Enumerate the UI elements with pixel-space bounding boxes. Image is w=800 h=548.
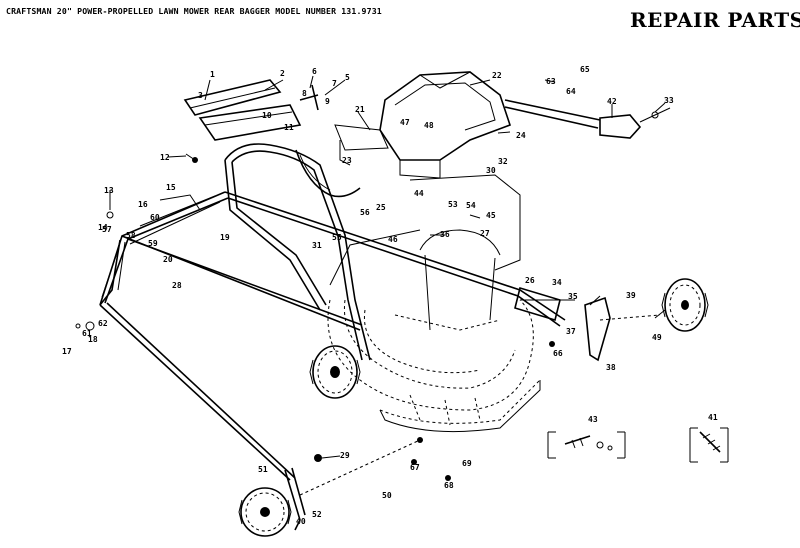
callout-33: 33 <box>664 96 674 105</box>
callout-56: 56 <box>360 208 370 217</box>
rear-left-wheel <box>238 487 292 537</box>
callout-32: 32 <box>498 157 508 166</box>
rear-right-wheel <box>661 278 709 332</box>
mower-deck <box>327 174 541 433</box>
callout-42: 42 <box>607 97 617 106</box>
callout-26: 26 <box>525 276 535 285</box>
callout-27: 27 <box>480 229 490 238</box>
callout-9: 9 <box>325 97 330 106</box>
callout-62: 62 <box>98 319 108 328</box>
callout-31: 31 <box>312 241 322 250</box>
callout-39: 39 <box>626 291 636 300</box>
left-pivot-arm <box>75 194 201 331</box>
callout-2: 2 <box>280 69 285 78</box>
callout-6: 6 <box>312 67 317 76</box>
upper-handle <box>224 143 371 361</box>
callout-67: 67 <box>410 463 420 472</box>
callout-52: 52 <box>312 510 322 519</box>
model-title: CRAFTSMAN 20" POWER-PROPELLED LAWN MOWER… <box>6 6 382 16</box>
callout-37: 37 <box>566 327 576 336</box>
callout-58: 58 <box>126 231 136 240</box>
callout-57: 57 <box>102 225 112 234</box>
repair-parts-heading: REPAIR PARTS <box>630 8 800 32</box>
rear-axle-link <box>284 437 451 531</box>
callout-51: 51 <box>258 465 268 474</box>
callout-19: 19 <box>220 233 230 242</box>
inset-hardware-43 <box>547 431 626 459</box>
callout-45: 45 <box>486 211 496 220</box>
callout-21: 21 <box>355 105 365 114</box>
callout-22: 22 <box>492 71 502 80</box>
callout-40: 40 <box>296 517 306 526</box>
callout-63: 63 <box>546 77 556 86</box>
callout-3: 3 <box>198 91 203 100</box>
callout-66: 66 <box>553 349 563 358</box>
callout-23: 23 <box>342 156 352 165</box>
callout-18: 18 <box>88 335 98 344</box>
callout-65: 65 <box>580 65 590 74</box>
callout-16: 16 <box>138 200 148 209</box>
callout-53: 53 <box>448 200 458 209</box>
callout-35: 35 <box>568 292 578 301</box>
callout-17: 17 <box>62 347 72 356</box>
callout-54: 54 <box>466 201 476 210</box>
callout-28: 28 <box>172 281 182 290</box>
callout-68: 68 <box>444 481 454 490</box>
callout-48: 48 <box>424 121 434 130</box>
height-adjuster-assembly <box>183 79 389 166</box>
callout-43: 43 <box>588 415 598 424</box>
callout-36: 36 <box>440 230 450 239</box>
callout-38: 38 <box>606 363 616 372</box>
callout-11: 11 <box>284 123 294 132</box>
front-left-wheel <box>309 345 361 399</box>
right-axle-bracket <box>514 286 661 362</box>
callout-8: 8 <box>302 89 307 98</box>
callout-15: 15 <box>166 183 176 192</box>
callout-34: 34 <box>552 278 562 287</box>
callout-5: 5 <box>345 73 350 82</box>
callout-30: 30 <box>486 166 496 175</box>
callout-50: 50 <box>382 491 392 500</box>
callout-29: 29 <box>340 451 350 460</box>
callout-61: 61 <box>82 329 92 338</box>
callout-labels: 1 2 3 5 6 7 8 9 10 11 12 13 14 15 16 17 … <box>62 65 718 526</box>
callout-47: 47 <box>400 118 410 127</box>
rear-bagger-chute <box>379 71 671 179</box>
callout-49: 49 <box>652 333 662 342</box>
leader-lines <box>109 75 666 459</box>
callout-13: 13 <box>104 186 114 195</box>
callout-59: 59 <box>148 239 158 248</box>
callout-41: 41 <box>708 413 718 422</box>
callout-69: 69 <box>462 459 472 468</box>
callout-10: 10 <box>262 111 272 120</box>
callout-7: 7 <box>332 79 337 88</box>
callout-14: 14 <box>98 223 108 232</box>
callout-20: 20 <box>163 255 173 264</box>
callout-46: 46 <box>388 235 398 244</box>
callout-60: 60 <box>150 213 160 222</box>
callout-12: 12 <box>160 153 170 162</box>
callout-1: 1 <box>210 70 215 79</box>
inset-hardware-41 <box>689 427 729 463</box>
callout-24: 24 <box>516 131 526 140</box>
callout-25: 25 <box>376 203 386 212</box>
callout-44: 44 <box>414 189 424 198</box>
exploded-parts-diagram: 1 2 3 5 6 7 8 9 10 11 12 13 14 15 16 17 … <box>62 65 729 537</box>
callout-55: 55 <box>332 233 342 242</box>
callout-64: 64 <box>566 87 576 96</box>
